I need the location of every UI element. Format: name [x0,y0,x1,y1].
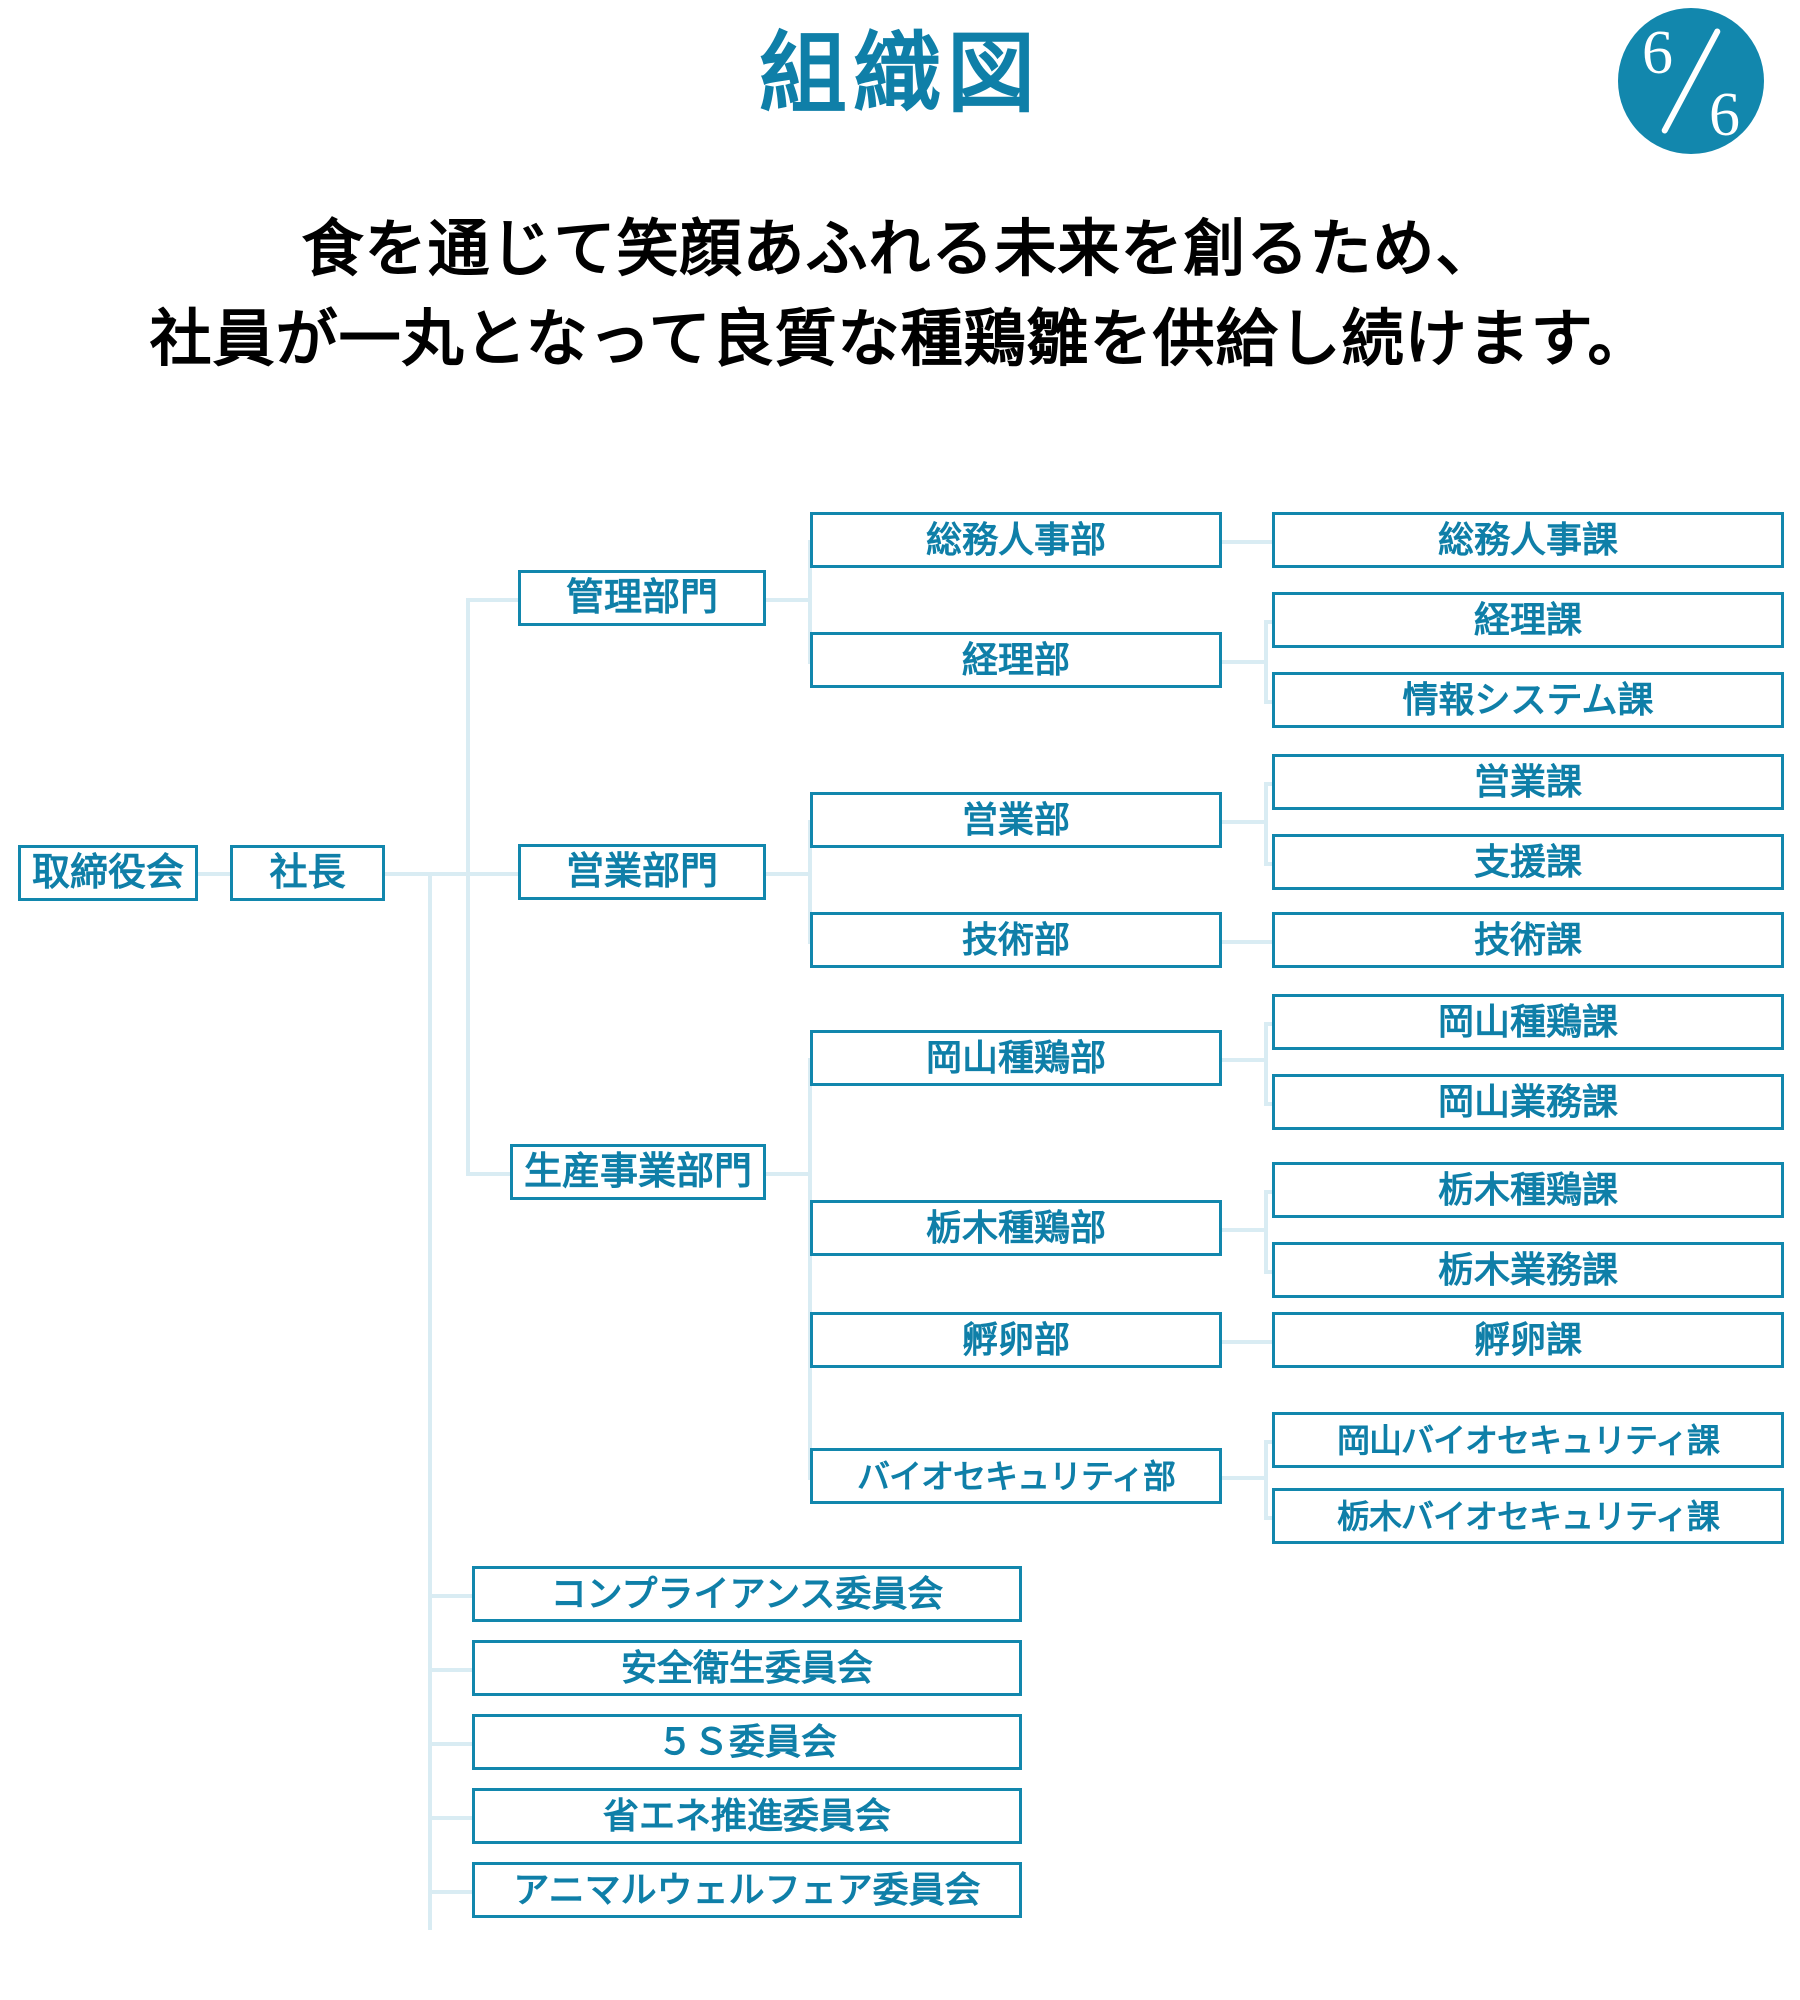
connector-okayama-out [1222,1058,1266,1062]
node-committee-energy-saving[interactable]: 省エネ推進委員会 [472,1788,1022,1844]
node-section-okayama-breeder[interactable]: 岡山種鶏課 [1272,994,1784,1050]
spine-seisan [808,1058,812,1480]
connector-committee-1 [428,1594,472,1598]
spine-divisions [466,598,470,1174]
connector-seisan-out [766,1172,810,1176]
node-section-information-systems[interactable]: 情報システム課 [1272,672,1784,728]
subtitle: 食を通じて笑顔あふれる未来を創るため、 社員が一丸となって良質な種鶏雛を供給し続… [0,205,1800,385]
node-section-technical[interactable]: 技術課 [1272,912,1784,968]
connector-committee-5 [428,1890,472,1894]
node-division-production[interactable]: 生産事業部門 [510,1144,766,1200]
node-dept-tochigi-breeder[interactable]: 栃木種鶏部 [810,1200,1222,1256]
page-title: 組織図 [758,24,1041,123]
node-division-management[interactable]: 管理部門 [518,570,766,626]
spine-bio [1264,1440,1268,1518]
spine-keiri [1264,620,1268,702]
connector-to-div-kanri [466,598,518,602]
node-committee-safety-health[interactable]: 安全衛生委員会 [472,1640,1022,1696]
connector-eigyo-out [766,872,810,876]
connector-to-div-seisan [466,1172,518,1176]
node-dept-accounting[interactable]: 経理部 [810,632,1222,688]
node-board-of-directors[interactable]: 取締役会 [18,845,198,901]
connector-eigyobu-out [1222,820,1266,824]
node-section-sales[interactable]: 営業課 [1272,754,1784,810]
connector-president-out [385,872,468,876]
page-number-badge: 6 6 [1618,8,1764,154]
node-section-hatchery[interactable]: 孵卵課 [1272,1312,1784,1368]
node-section-general-affairs-hr[interactable]: 総務人事課 [1272,512,1784,568]
node-dept-technical[interactable]: 技術部 [810,912,1222,968]
subtitle-line-2: 社員が一丸となって良質な種鶏雛を供給し続けます。 [149,304,1651,374]
spine-committees [428,872,432,1930]
node-president[interactable]: 社長 [230,845,385,901]
connector-tochigi-out [1222,1228,1266,1232]
spine-eigyobu [1264,782,1268,864]
badge-total-pages: 6 [1709,81,1740,149]
connector-committee-2 [428,1668,472,1672]
connector-kanri-out [766,598,810,602]
connector-to-div-eigyo [466,872,518,876]
spine-tochigi [1264,1190,1268,1272]
node-dept-sales[interactable]: 営業部 [810,792,1222,848]
connector-committee-3 [428,1742,472,1746]
node-dept-general-affairs-hr[interactable]: 総務人事部 [810,512,1222,568]
node-committee-5s[interactable]: ５Ｓ委員会 [472,1714,1022,1770]
node-section-support[interactable]: 支援課 [1272,834,1784,890]
connector-soumu-section [1222,540,1272,544]
connector-furan-section [1222,1340,1272,1344]
node-section-tochigi-biosecurity[interactable]: 栃木バイオセキュリティ課 [1272,1488,1784,1544]
connector-keiri-out [1222,660,1266,664]
node-section-accounting[interactable]: 経理課 [1272,592,1784,648]
badge-current-page: 6 [1642,19,1673,87]
node-dept-biosecurity[interactable]: バイオセキュリティ部 [810,1448,1222,1504]
connector-bio-out [1222,1476,1266,1480]
node-committee-compliance[interactable]: コンプライアンス委員会 [472,1566,1022,1622]
connector-committee-4 [428,1816,472,1820]
node-section-tochigi-breeder[interactable]: 栃木種鶏課 [1272,1162,1784,1218]
node-division-sales[interactable]: 営業部門 [518,844,766,900]
node-dept-okayama-breeder[interactable]: 岡山種鶏部 [810,1030,1222,1086]
connector-gijutsu-section [1222,940,1272,944]
spine-eigyo [808,820,812,940]
node-dept-hatchery[interactable]: 孵卵部 [810,1312,1222,1368]
connector-board-president [198,872,230,876]
node-section-okayama-biosecurity[interactable]: 岡山バイオセキュリティ課 [1272,1412,1784,1468]
node-committee-animal-welfare[interactable]: アニマルウェルフェア委員会 [472,1862,1022,1918]
spine-okayama [1264,1022,1268,1104]
node-section-okayama-operations[interactable]: 岡山業務課 [1272,1074,1784,1130]
spine-kanri [808,540,812,660]
subtitle-line-1: 食を通じて笑顔あふれる未来を創るため、 [301,215,1499,284]
node-section-tochigi-operations[interactable]: 栃木業務課 [1272,1242,1784,1298]
